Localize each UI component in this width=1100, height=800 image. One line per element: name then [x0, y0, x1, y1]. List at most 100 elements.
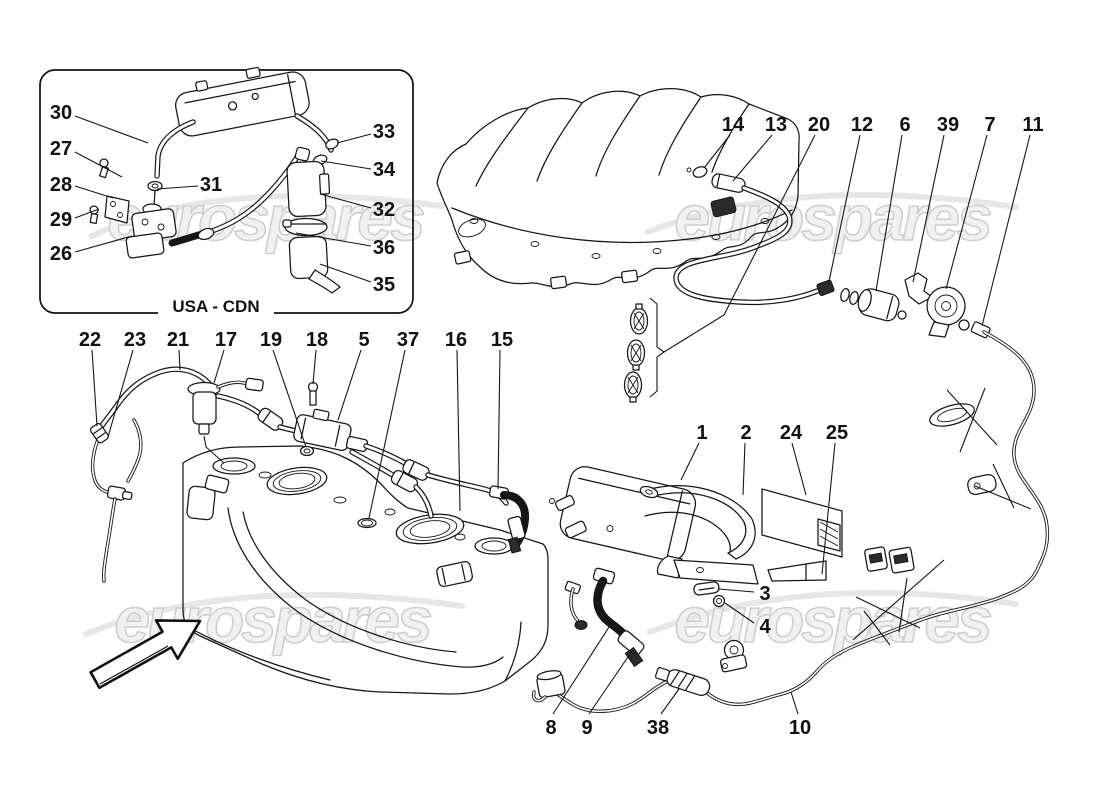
leader-line-22 — [91, 349, 98, 427]
p-clamp — [719, 639, 748, 673]
part-callout-11[interactable]: 11 — [1022, 114, 1043, 136]
inset-label-mask — [158, 296, 274, 318]
part-callout-31[interactable]: 31 — [200, 174, 222, 196]
usa-cdn-inset: USA - CDN — [39, 66, 414, 318]
inset-label: USA - CDN — [172, 297, 259, 316]
part-callout-21[interactable]: 21 — [167, 329, 189, 351]
part-callout-12[interactable]: 12 — [851, 114, 873, 136]
part-callout-37[interactable]: 37 — [397, 329, 419, 351]
part-callout-24[interactable]: 24 — [780, 422, 803, 444]
leader-line-26 — [74, 235, 133, 253]
part-callout-15[interactable]: 15 — [491, 329, 513, 351]
part-callout-27[interactable]: 27 — [50, 138, 72, 160]
inset-screw — [89, 205, 99, 225]
watermark-swoosh — [83, 591, 465, 637]
part-callout-3[interactable]: 3 — [759, 583, 770, 605]
leader-line-25 — [821, 442, 836, 575]
part-callout-6[interactable]: 6 — [899, 114, 910, 136]
purge-valve-assembly — [840, 272, 991, 339]
part-callout-9[interactable]: 9 — [581, 717, 592, 739]
leader-line-33 — [336, 133, 372, 144]
grommet-and-clips — [852, 387, 1032, 646]
bottom-hose-assembly — [531, 567, 711, 703]
part-callout-8[interactable]: 8 — [545, 717, 556, 739]
watermark-text: eurospares — [674, 584, 990, 656]
tank-strap — [436, 561, 473, 588]
part-callout-17[interactable]: 17 — [215, 329, 237, 351]
leader-line-6 — [875, 134, 903, 292]
leader-line-8 — [552, 623, 612, 715]
purge-valve-body — [857, 288, 900, 322]
part-callout-34[interactable]: 34 — [373, 159, 396, 181]
leader-line-24 — [791, 442, 807, 496]
part-callout-22[interactable]: 22 — [79, 329, 101, 351]
leader-line-35 — [319, 263, 372, 283]
clamp-19 — [299, 445, 315, 457]
carbon-canister-1 — [559, 466, 697, 562]
part-callout-26[interactable]: 26 — [50, 243, 72, 265]
watermark-text: eurospares — [674, 182, 990, 254]
black-elbow-15 — [488, 485, 530, 554]
clip-3 — [693, 581, 720, 596]
part-callout-33[interactable]: 33 — [373, 121, 395, 143]
pipe-clip — [967, 473, 997, 496]
part-callout-14[interactable]: 14 — [722, 114, 745, 136]
part-callout-19[interactable]: 19 — [260, 329, 282, 351]
leader-line-20 — [663, 134, 816, 353]
part-callout-1[interactable]: 1 — [696, 422, 707, 444]
inline-coupler-22-23 — [89, 422, 109, 444]
vent-pump — [536, 670, 566, 699]
leader-line-19 — [272, 349, 307, 448]
direction-arrow — [89, 619, 202, 690]
part-callout-4[interactable]: 4 — [759, 616, 771, 638]
hose-sleeve-9 — [617, 630, 645, 656]
valve-5-body — [293, 408, 352, 452]
part-callout-36[interactable]: 36 — [373, 237, 395, 259]
leader-line-9 — [588, 650, 633, 715]
part-callout-32[interactable]: 32 — [373, 199, 395, 221]
part-callout-13[interactable]: 13 — [765, 114, 787, 136]
part-callout-28[interactable]: 28 — [50, 174, 72, 196]
inset-screw — [98, 158, 110, 179]
valve-housing-7 — [926, 286, 966, 338]
leader-line-7 — [945, 134, 988, 290]
valve-bracket-39 — [904, 272, 933, 305]
evap-pump-and-hoses — [89, 369, 305, 583]
bracket-foot-25 — [767, 560, 827, 582]
leader-line-18 — [312, 349, 317, 385]
part-callout-20[interactable]: 20 — [808, 114, 830, 136]
leader-line-12 — [827, 134, 861, 287]
part-callout-18[interactable]: 18 — [306, 329, 328, 351]
leader-line-10 — [790, 691, 799, 715]
leader-line-1 — [680, 442, 700, 481]
leader-line-16 — [456, 349, 461, 512]
part-callout-25[interactable]: 25 — [826, 422, 848, 444]
part-callout-16[interactable]: 16 — [445, 329, 467, 351]
part-callout-39[interactable]: 39 — [937, 114, 959, 136]
inset-valve-drawing — [125, 203, 177, 259]
leader-line-5 — [337, 349, 362, 421]
part-callout-29[interactable]: 29 — [50, 209, 72, 231]
watermark-swoosh — [645, 192, 1019, 235]
part-callout-30[interactable]: 30 — [50, 102, 72, 124]
leader-line-27 — [74, 151, 123, 178]
leader-line-23 — [107, 349, 134, 438]
part-callout-35[interactable]: 35 — [373, 274, 395, 296]
hose-end-connector-12 — [816, 279, 835, 296]
part-callout-7[interactable]: 7 — [984, 114, 995, 136]
inline-connector-38 — [654, 666, 711, 696]
part-callout-10[interactable]: 10 — [789, 717, 811, 739]
leader-line-21 — [178, 349, 181, 371]
leader-line-36 — [295, 232, 372, 247]
part-callout-2[interactable]: 2 — [740, 422, 751, 444]
leader-line-31 — [156, 185, 199, 190]
part-callout-5[interactable]: 5 — [358, 329, 369, 351]
part-callout-38[interactable]: 38 — [647, 717, 669, 739]
leader-line-11 — [981, 134, 1031, 327]
leader-line-3 — [718, 588, 755, 593]
leader-line-2 — [742, 442, 746, 496]
leader-lines-layer — [74, 115, 1031, 715]
part-callout-23[interactable]: 23 — [124, 329, 146, 351]
leader-line-32 — [319, 193, 372, 209]
